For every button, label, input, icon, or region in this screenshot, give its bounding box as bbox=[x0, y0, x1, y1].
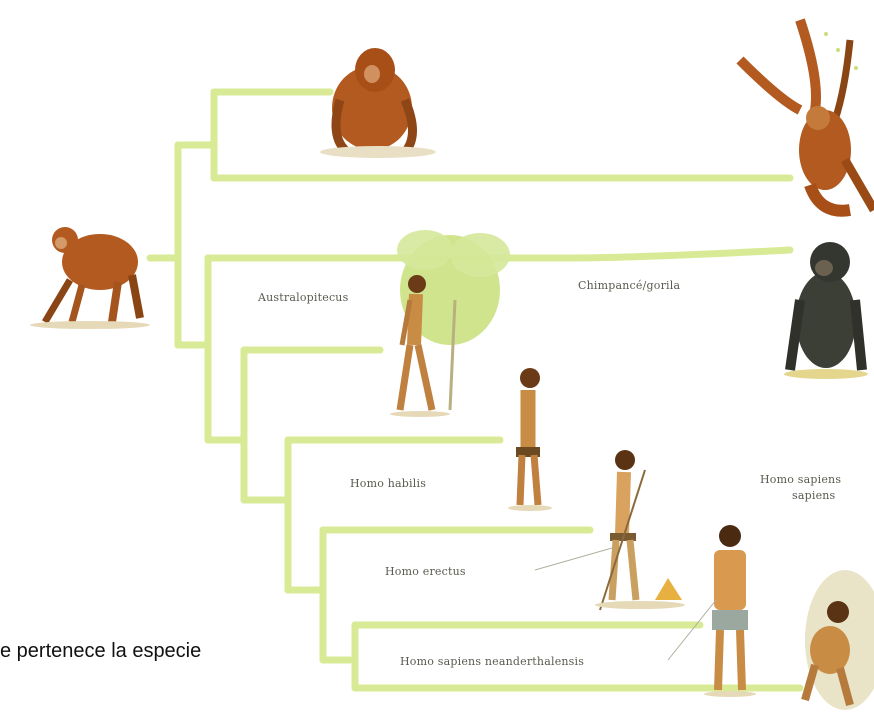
orangutan-hanging-icon bbox=[740, 20, 874, 211]
crouching-hominid-icon bbox=[805, 570, 874, 710]
chimpanzee-icon bbox=[784, 242, 868, 379]
label-homo-erectus: Homo erectus bbox=[385, 565, 466, 578]
caption-text: e pertenece la especie bbox=[0, 640, 201, 663]
homo-habilis-figure-icon bbox=[508, 368, 552, 511]
label-homo-habilis: Homo habilis bbox=[350, 477, 426, 490]
ancestor-ape-icon bbox=[30, 227, 150, 329]
tree-branches bbox=[150, 92, 800, 688]
label-neanderthal: Homo sapiens neanderthalensis bbox=[400, 655, 584, 668]
label-homo-sapiens-line2: sapiens bbox=[792, 489, 835, 502]
label-homo-sapiens-line1: Homo sapiens bbox=[760, 473, 841, 486]
homo-erectus-figure-icon bbox=[595, 450, 685, 610]
label-australopithecus: Australopitecus bbox=[258, 291, 348, 304]
neanderthal-figure-icon bbox=[704, 525, 756, 697]
orangutan-sitting-icon bbox=[320, 48, 436, 158]
label-chimp-gorilla: Chimpancé/gorila bbox=[578, 279, 680, 292]
